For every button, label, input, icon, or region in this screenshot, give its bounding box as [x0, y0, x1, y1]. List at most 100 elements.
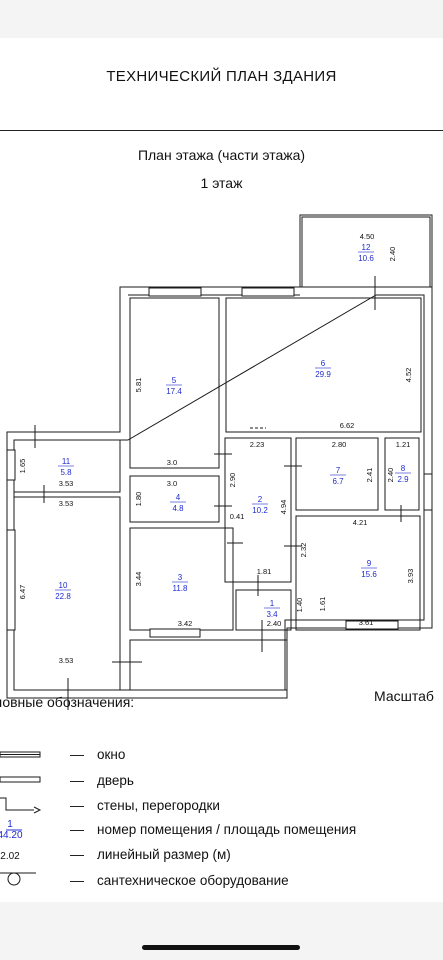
legend-label-room-number: номер помещения / площадь помещения — [97, 822, 357, 837]
plan-subtitle: План этажа (части этажа) — [137, 147, 306, 163]
legend-dash — [70, 781, 84, 782]
room-8-number: 8 — [401, 464, 406, 473]
dim-r2-w: 2.23 — [250, 440, 265, 449]
room-8-area: 2.9 — [397, 475, 409, 484]
room-2-area: 10.2 — [252, 506, 268, 515]
scale-label: Масштаб — [374, 688, 434, 704]
room-5-number: 5 — [172, 376, 177, 385]
dim-r6-h: 4.52 — [404, 368, 413, 383]
legend-sample-dim: 2.02 — [0, 851, 20, 862]
room-9-outline — [295, 515, 421, 631]
dim-r10-w: 3.53 — [59, 499, 74, 508]
room-6-area: 29.9 — [315, 370, 331, 379]
terrace-outline — [129, 639, 288, 691]
room-7-area: 6.7 — [332, 477, 344, 486]
dim-r1-w: 2.40 — [267, 619, 282, 628]
legend-label-plumbing: сантехническое оборудование — [97, 873, 289, 888]
dim-r12-w: 4.50 — [360, 232, 375, 241]
room-11-number: 11 — [62, 457, 71, 466]
room-5-area: 17.4 — [166, 387, 182, 396]
room-12-number: 12 — [362, 243, 371, 252]
dim-r2-w2: 0.41 — [230, 512, 245, 521]
door-marks — [34, 276, 402, 710]
room-4-area: 4.8 — [172, 504, 184, 513]
room-8-outline — [384, 437, 420, 511]
room-11-area: 5.8 — [60, 468, 72, 477]
dim-r8-h: 2.40 — [386, 468, 395, 483]
room-3-area: 11.8 — [173, 584, 189, 593]
title-divider — [0, 130, 443, 131]
room-10-number: 10 — [59, 581, 68, 590]
dim-r3-w: 3.42 — [178, 619, 193, 628]
dim-r12-h: 2.40 — [388, 247, 397, 262]
legend-item-door: дверь — [0, 771, 443, 795]
dim-r5-h: 5.81 — [134, 378, 143, 393]
dim-r1-h: 1.40 — [295, 598, 304, 613]
dim-r10-w2: 3.53 — [59, 656, 74, 665]
room-labels: 12 10.6 6 29.9 5 17.4 4 4.8 2 10.2 7 6.7… — [55, 243, 409, 619]
room-12-outline — [301, 216, 431, 288]
dim-r9-h2: 2.32 — [299, 543, 308, 558]
dim-r11-w: 3.53 — [59, 479, 74, 488]
room-9-area: 15.6 — [361, 570, 377, 579]
room-9-number: 9 — [367, 559, 372, 568]
legend-label-door: дверь — [97, 773, 134, 788]
dim-r2-h1: 2.90 — [228, 473, 237, 488]
legend-symbols: 1 44.20 2.02 — [0, 751, 42, 886]
legend-item-plumbing: сантехническое оборудование — [0, 871, 443, 895]
room-1-area: 3.4 — [266, 610, 278, 619]
room-4-outline — [129, 475, 220, 523]
plumbing-symbol-icon — [0, 872, 36, 886]
dim-r4-h: 1.80 — [134, 492, 143, 507]
dim-r4-w: 3.0 — [167, 479, 177, 488]
legend-sample-area: 44.20 — [0, 830, 23, 841]
room-1-number: 1 — [270, 599, 275, 608]
room-7-outline — [295, 437, 379, 511]
dim-r10-h: 6.47 — [18, 585, 27, 600]
legend-sample-number: 1 — [7, 819, 13, 830]
dim-r9-w2: 3.61 — [359, 618, 374, 627]
floor-label: 1 этаж — [200, 175, 243, 191]
legend-dash — [70, 755, 84, 756]
dim-r11-h: 1.65 — [18, 459, 27, 474]
room-10-area: 22.8 — [55, 592, 71, 601]
room-1-outline — [235, 589, 292, 631]
legend-label-dimension: линейный размер (м) — [97, 847, 231, 862]
page-title: ТЕХНИЧЕСКИЙ ПЛАН ЗДАНИЯ — [106, 68, 337, 85]
room-12-area: 10.6 — [358, 254, 374, 263]
legend-label-window: окно — [97, 747, 126, 762]
legend-item-dimension: линейный размер (м) — [0, 845, 443, 869]
legend-label-walls: стены, перегородки — [97, 798, 220, 813]
dim-r9-h: 3.93 — [406, 569, 415, 584]
dim-r2-h2: 4.94 — [279, 500, 288, 515]
legend-dash — [70, 881, 84, 882]
legend-item-room-number: номер помещения / площадь помещения — [0, 820, 443, 844]
room-label-underlines — [55, 251, 411, 609]
dim-r8-w: 1.21 — [396, 440, 411, 449]
legend-item-window: окно — [0, 745, 443, 769]
dim-r9-w: 4.21 — [353, 518, 368, 527]
room-6-number: 6 — [321, 359, 326, 368]
dim-r9-h3: 1.61 — [318, 597, 327, 612]
room-6-outline — [225, 297, 422, 433]
dim-r5-w: 3.0 — [167, 458, 177, 467]
home-indicator[interactable] — [142, 945, 300, 950]
room-2-number: 2 — [258, 495, 263, 504]
document-sheet — [0, 38, 443, 902]
window-marks — [6, 287, 433, 638]
window-symbol-icon — [0, 751, 41, 758]
legend-dash — [70, 855, 84, 856]
dim-r6-w: 6.62 — [340, 421, 355, 430]
dim-r1-w2: 1.81 — [257, 567, 272, 576]
dimension-labels: 4.50 2.40 6.62 4.52 3.0 5.81 3.0 1.80 2.… — [18, 232, 415, 665]
dim-r7-w: 2.80 — [332, 440, 347, 449]
legend-title: ловные обозначения: — [0, 694, 135, 710]
room-3-number: 3 — [178, 573, 183, 582]
dim-r3-h: 3.44 — [134, 572, 143, 587]
door-symbol-icon — [0, 776, 41, 783]
legend-dash — [70, 806, 84, 807]
room-4-number: 4 — [176, 493, 181, 502]
room-5-outline — [129, 297, 220, 469]
dim-r7-h: 2.41 — [365, 468, 374, 483]
